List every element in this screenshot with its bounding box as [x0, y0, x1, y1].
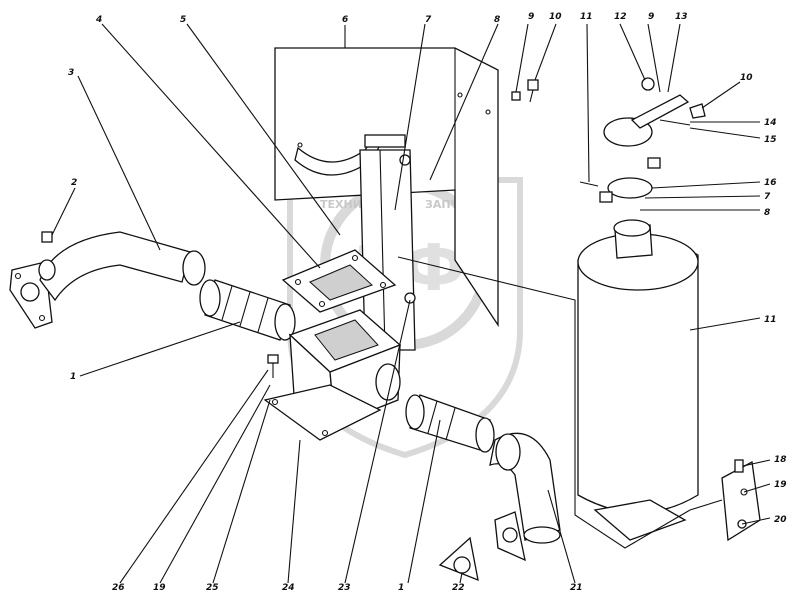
callout-9b: 9 [648, 12, 654, 22]
callout-5: 5 [180, 15, 186, 25]
callout-1a: 1 [70, 372, 76, 382]
callout-11b: 11 [764, 315, 777, 325]
callout-20: 20 [774, 515, 787, 525]
callout-19a: 19 [774, 480, 787, 490]
callout-13: 13 [675, 12, 688, 22]
right-pipe [489, 432, 561, 544]
left-bellows [199, 279, 296, 341]
callout-25: 25 [206, 583, 219, 593]
callout-19b: 19 [153, 583, 166, 593]
right-flange [494, 511, 526, 562]
muffler-clamp [599, 157, 661, 203]
callout-26: 26 [112, 583, 125, 593]
flange-22 [438, 536, 479, 582]
rain-cap [603, 77, 706, 147]
mount-plate [721, 459, 761, 542]
bolt [267, 354, 279, 378]
callouts: 3 2 4 5 6 7 8 9 10 11 12 9 13 10 14 15 1… [68, 12, 787, 593]
callout-22: 22 [452, 583, 465, 593]
callout-9a: 9 [528, 12, 534, 22]
callout-12: 12 [614, 12, 627, 22]
callout-6: 6 [342, 15, 348, 25]
right-bellows [405, 394, 495, 453]
cap-nut [38, 231, 56, 281]
callout-1b: 1 [398, 583, 404, 593]
callout-7a: 7 [425, 15, 432, 25]
callout-21b: 21 [570, 583, 583, 593]
callout-2: 2 [71, 178, 77, 188]
callout-10b: 10 [740, 73, 753, 83]
callout-16: 16 [764, 178, 777, 188]
callout-8b: 8 [764, 208, 770, 218]
leader-lines [51, 23, 771, 584]
callout-14: 14 [764, 118, 777, 128]
callout-11a: 11 [580, 12, 593, 22]
callout-24: 24 [282, 583, 295, 593]
callout-10a: 10 [549, 12, 562, 22]
callout-15: 15 [764, 135, 777, 145]
callout-3: 3 [68, 68, 74, 78]
callout-7b: 7 [764, 192, 771, 202]
callout-8a: 8 [494, 15, 500, 25]
callout-18: 18 [774, 455, 787, 465]
gasket [281, 249, 397, 313]
cotter-pin [579, 181, 599, 187]
muffler [577, 219, 699, 541]
callout-4: 4 [95, 15, 102, 25]
connecting-lines [397, 256, 723, 549]
left-pipe [39, 231, 206, 302]
callout-23: 23 [338, 583, 351, 593]
